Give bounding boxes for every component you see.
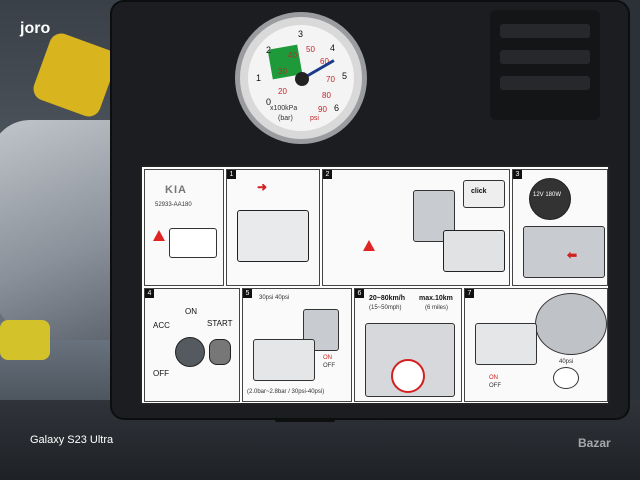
panel-step-3: 3 12V 180W ⬅	[512, 169, 608, 286]
air-vent	[490, 10, 600, 120]
switch-on-label: ON	[323, 355, 332, 361]
part-number: 52933-AA180	[155, 202, 192, 208]
compressor-illustration	[475, 323, 537, 365]
uploader-watermark: joro	[20, 20, 51, 37]
car-console-illustration	[523, 226, 605, 278]
speed-text: 20~80km/h	[369, 295, 405, 302]
manual-book-icon	[169, 228, 217, 258]
gauge-psi-number: 70	[326, 75, 335, 84]
target-pressure-label: 40psi	[559, 359, 574, 365]
ignition-off-label: OFF	[153, 369, 169, 378]
gauge-number: 5	[342, 71, 348, 81]
site-watermark: Bazar	[578, 436, 611, 450]
wheel-illustration	[535, 293, 607, 355]
power-rating: 12V 180W	[533, 192, 562, 198]
gauge-psi-number: 90	[318, 105, 327, 114]
warning-icon	[153, 230, 165, 241]
gauge-unit-psi: psi	[310, 115, 319, 122]
pressure-range-label: 30psi 40psi	[259, 295, 290, 301]
gauge-number: 2	[266, 45, 272, 55]
step-number: 6	[355, 289, 364, 298]
step-number: 3	[513, 170, 522, 179]
panel-step-1: 1 ➜	[226, 169, 320, 286]
ignition-on-label: ON	[185, 307, 197, 316]
max-distance-text: max.10km	[419, 295, 453, 302]
compressor-illustration	[237, 210, 309, 262]
gauge-psi-number: 20	[278, 87, 287, 96]
speed-mph-text: (15~50mph)	[369, 305, 402, 311]
gauge-number: 3	[298, 29, 304, 39]
power-socket-icon	[529, 178, 571, 220]
step-number: 1	[227, 170, 236, 179]
gauge-unit-kpa: x100kPa	[270, 105, 298, 112]
gauge-number: 1	[256, 73, 262, 83]
switch-on-label: ON	[489, 375, 498, 381]
max-miles-text: (6 miles)	[425, 305, 449, 311]
compressor-illustration	[443, 230, 505, 272]
panel-step-5: 5 30psi 40psi ON OFF (2.0bar~2.8bar / 30…	[242, 288, 352, 402]
vent-slot	[500, 76, 590, 90]
gauge-psi-number: 40	[288, 51, 297, 60]
step-number: 7	[465, 289, 474, 298]
gauge-psi-number: 50	[306, 45, 315, 54]
pressure-gauge: 0 1 2 3 4 5 6 20 30 40 50 60 70 80 90 x1…	[235, 12, 367, 144]
brand-logo: KIA	[165, 184, 187, 196]
compressor-illustration	[253, 339, 315, 381]
pressure-footer: (2.0bar~2.8bar / 30psi-40psi)	[247, 389, 325, 395]
gauge-face: 0 1 2 3 4 5 6 20 30 40 50 60 70 80 90 x1…	[248, 25, 354, 131]
gauge-psi-number: 60	[320, 57, 329, 66]
pressure-gauge-icon	[553, 367, 579, 389]
gauge-psi-number: 30	[278, 67, 287, 76]
panel-brand: KIA 52933-AA180	[144, 169, 224, 286]
yellow-cap	[0, 320, 50, 360]
panel-step-4: 4 ACC ON START OFF	[144, 288, 240, 402]
panel-step-7: 7 40psi ON OFF	[464, 288, 608, 402]
click-label: click	[471, 188, 487, 195]
click-callout	[463, 180, 505, 208]
gauge-number: 4	[330, 43, 336, 53]
step-number: 2	[323, 170, 332, 179]
ignition-acc-label: ACC	[153, 321, 170, 330]
vent-slot	[500, 24, 590, 38]
panel-step-2: 2 click	[322, 169, 510, 286]
case-latch	[275, 418, 335, 422]
step-number: 5	[243, 289, 252, 298]
red-arrow-icon: ⬅	[567, 248, 578, 262]
vent-slot	[500, 50, 590, 64]
gauge-psi-number: 80	[322, 91, 331, 100]
step-number: 4	[145, 289, 154, 298]
camera-watermark: Galaxy S23 Ultra	[30, 434, 114, 446]
gauge-unit-bar: (bar)	[278, 115, 293, 122]
gauge-number: 0	[266, 97, 272, 107]
switch-off-label: OFF	[489, 383, 501, 389]
red-arrow-icon: ➜	[257, 180, 268, 194]
panel-step-6: 6 20~80km/h max.10km (15~50mph) (6 miles…	[354, 288, 462, 402]
car-key-icon	[209, 339, 231, 365]
switch-off-label: OFF	[323, 363, 335, 369]
warning-icon	[363, 240, 375, 251]
gauge-hub	[295, 72, 309, 86]
ignition-switch-icon	[175, 337, 205, 367]
speedometer-icon	[391, 359, 425, 393]
sealant-bottle-illustration	[303, 309, 339, 351]
instruction-card: KIA 52933-AA180 1 ➜ 2 click 3 12V 180W ⬅…	[140, 165, 610, 405]
ignition-start-label: START	[207, 319, 233, 328]
gauge-number: 6	[334, 103, 340, 113]
